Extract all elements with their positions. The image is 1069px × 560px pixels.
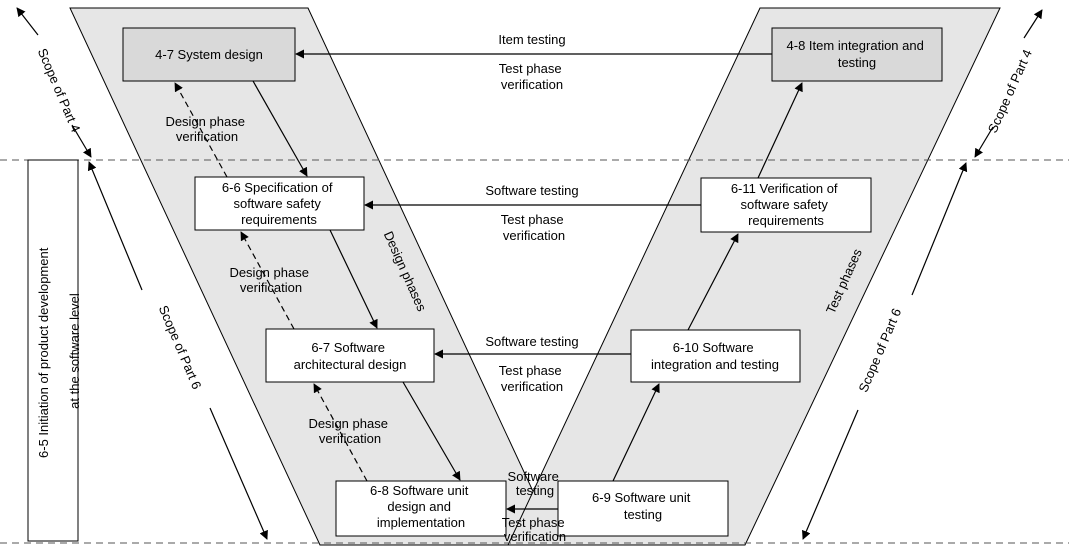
initiation-label: 6-5 Initiation of product development at… [36,244,82,458]
item-integration-label: 4-8 Item integration and testing [787,38,928,70]
flow-arrow-system-to-spec [252,80,308,177]
software-testing-label-2: Software testing [485,334,578,349]
test-phase-verification-label-3: Test phase verification [502,515,569,544]
test-phase-verification-label-1: Test phase verification [501,212,568,243]
test-phases-band [507,7,1001,546]
software-testing-label-1: Software testing [485,183,578,198]
verif-arrow-spec-to-system [174,82,228,178]
sw-safety-verif-box [700,177,872,233]
item-test-phase-verification-label: Test phase verification [499,61,566,92]
sw-arch-design-label: 6-7 Software architectural design [294,340,407,372]
verif-arrow-unit-to-arch [313,383,368,482]
sw-safety-spec-label: 6-6 Specification of software safety req… [222,180,336,227]
scope-part6-left-arrow-up [87,161,143,291]
software-testing-label-3: Software testing [508,469,563,498]
sw-arch-design-box [265,328,435,383]
sw-safety-verif-label: 6-11 Verification of software safety req… [731,181,841,228]
sw-unit-testing-label: 6-9 Software unit testing [592,490,694,522]
design-phases-band [69,7,559,546]
flow-arrow-integration-to-verif [687,233,739,331]
sw-integration-box [630,329,801,383]
scope-part6-left-arrow-down [209,407,268,540]
system-design-box [122,27,296,82]
sw-integration-label: 6-10 Software integration and testing [651,340,779,372]
design-phase-verification-label-2: Design phase verification [229,265,312,295]
flow-arrow-arch-to-unit [402,381,461,481]
flow-arrow-unittest-to-integration [612,383,660,482]
scope-part4-right-label: Scope of Part 4 [985,47,1035,135]
design-phase-verification-label-1: Design phase verification [165,114,248,144]
item-testing-label: Item testing [498,32,565,47]
design-phase-verification-label-3: Design phase verification [308,416,391,446]
scope-part4-left-arrow-up [16,7,39,36]
scope-part6-right-label: Scope of Part 6 [855,306,904,394]
sw-unit-design-label: 6-8 Software unit design and implementat… [370,483,472,530]
scope-part4-left-arrow-down [71,124,92,158]
item-integration-box [771,27,943,82]
scope-part6-right-arrow-up [911,162,968,296]
scope-part4-left-label: Scope of Part 4 [35,46,84,134]
scope-part4-right-arrow-down [974,126,994,158]
scope-part6-right-arrow-down [802,409,859,540]
sw-safety-spec-box [194,176,365,231]
flow-arrow-spec-to-arch [329,229,378,329]
test-phase-verification-label-2: Test phase verification [499,363,566,394]
flow-arrow-verif-to-item [757,82,803,179]
scope-part4-right-arrow-up [1023,9,1043,39]
verif-arrow-arch-to-spec [240,231,295,330]
sw-unit-testing-box [557,480,729,537]
system-design-label: 4-7 System design [155,47,263,62]
scope-part6-left-label: Scope of Part 6 [156,303,205,391]
initiation-box [27,159,79,542]
sw-unit-design-box [335,480,507,537]
